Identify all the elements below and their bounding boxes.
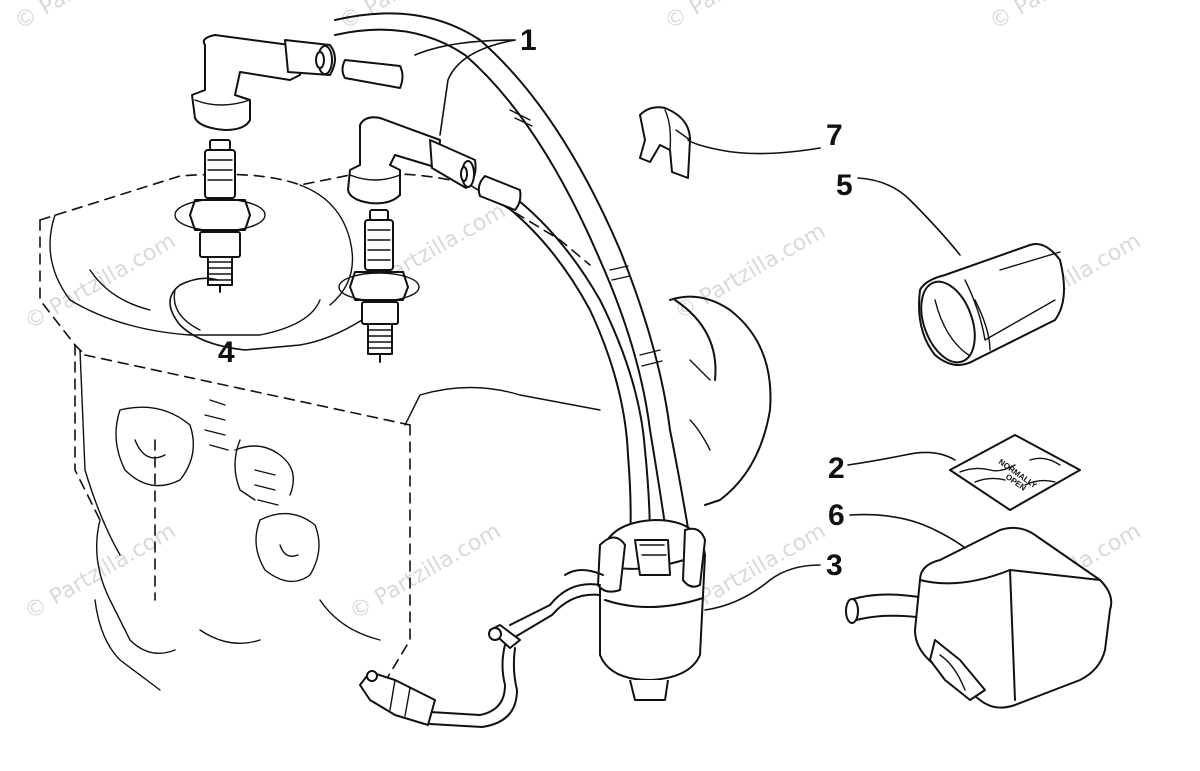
watermark: © Partzilla.com xyxy=(671,219,831,326)
engine-block xyxy=(39,172,601,691)
protective-sleeve xyxy=(918,243,1065,366)
ignition-coil-assembly xyxy=(334,12,772,728)
wire-clip xyxy=(639,106,691,179)
spark-plug-cap-rear xyxy=(191,34,336,131)
callout-3: 3 xyxy=(826,549,843,582)
watermark: © Partzilla.com xyxy=(11,0,171,35)
watermark: © Partzilla.com xyxy=(661,0,821,35)
watermark: © Partzilla.com xyxy=(986,0,1146,35)
switch-box xyxy=(845,526,1113,709)
callout-4: 4 xyxy=(218,336,235,369)
callout-2: 2 xyxy=(828,452,845,485)
callout-7: 7 xyxy=(826,119,843,152)
callout-5: 5 xyxy=(836,169,853,202)
spark-plug-front xyxy=(338,209,420,363)
callout-6: 6 xyxy=(828,499,845,532)
lead-stubs xyxy=(341,59,522,211)
callout-1: 1 xyxy=(520,24,537,57)
spark-plug-cap-front xyxy=(347,116,477,205)
spark-plug-rear xyxy=(174,139,266,293)
leader-lines xyxy=(169,39,966,611)
watermark: © Partzilla.com xyxy=(346,519,506,626)
callouts: 1 4 7 5 2 6 3 xyxy=(218,24,853,582)
normally-open-decal: NORMALLY OPEN xyxy=(949,434,1081,511)
